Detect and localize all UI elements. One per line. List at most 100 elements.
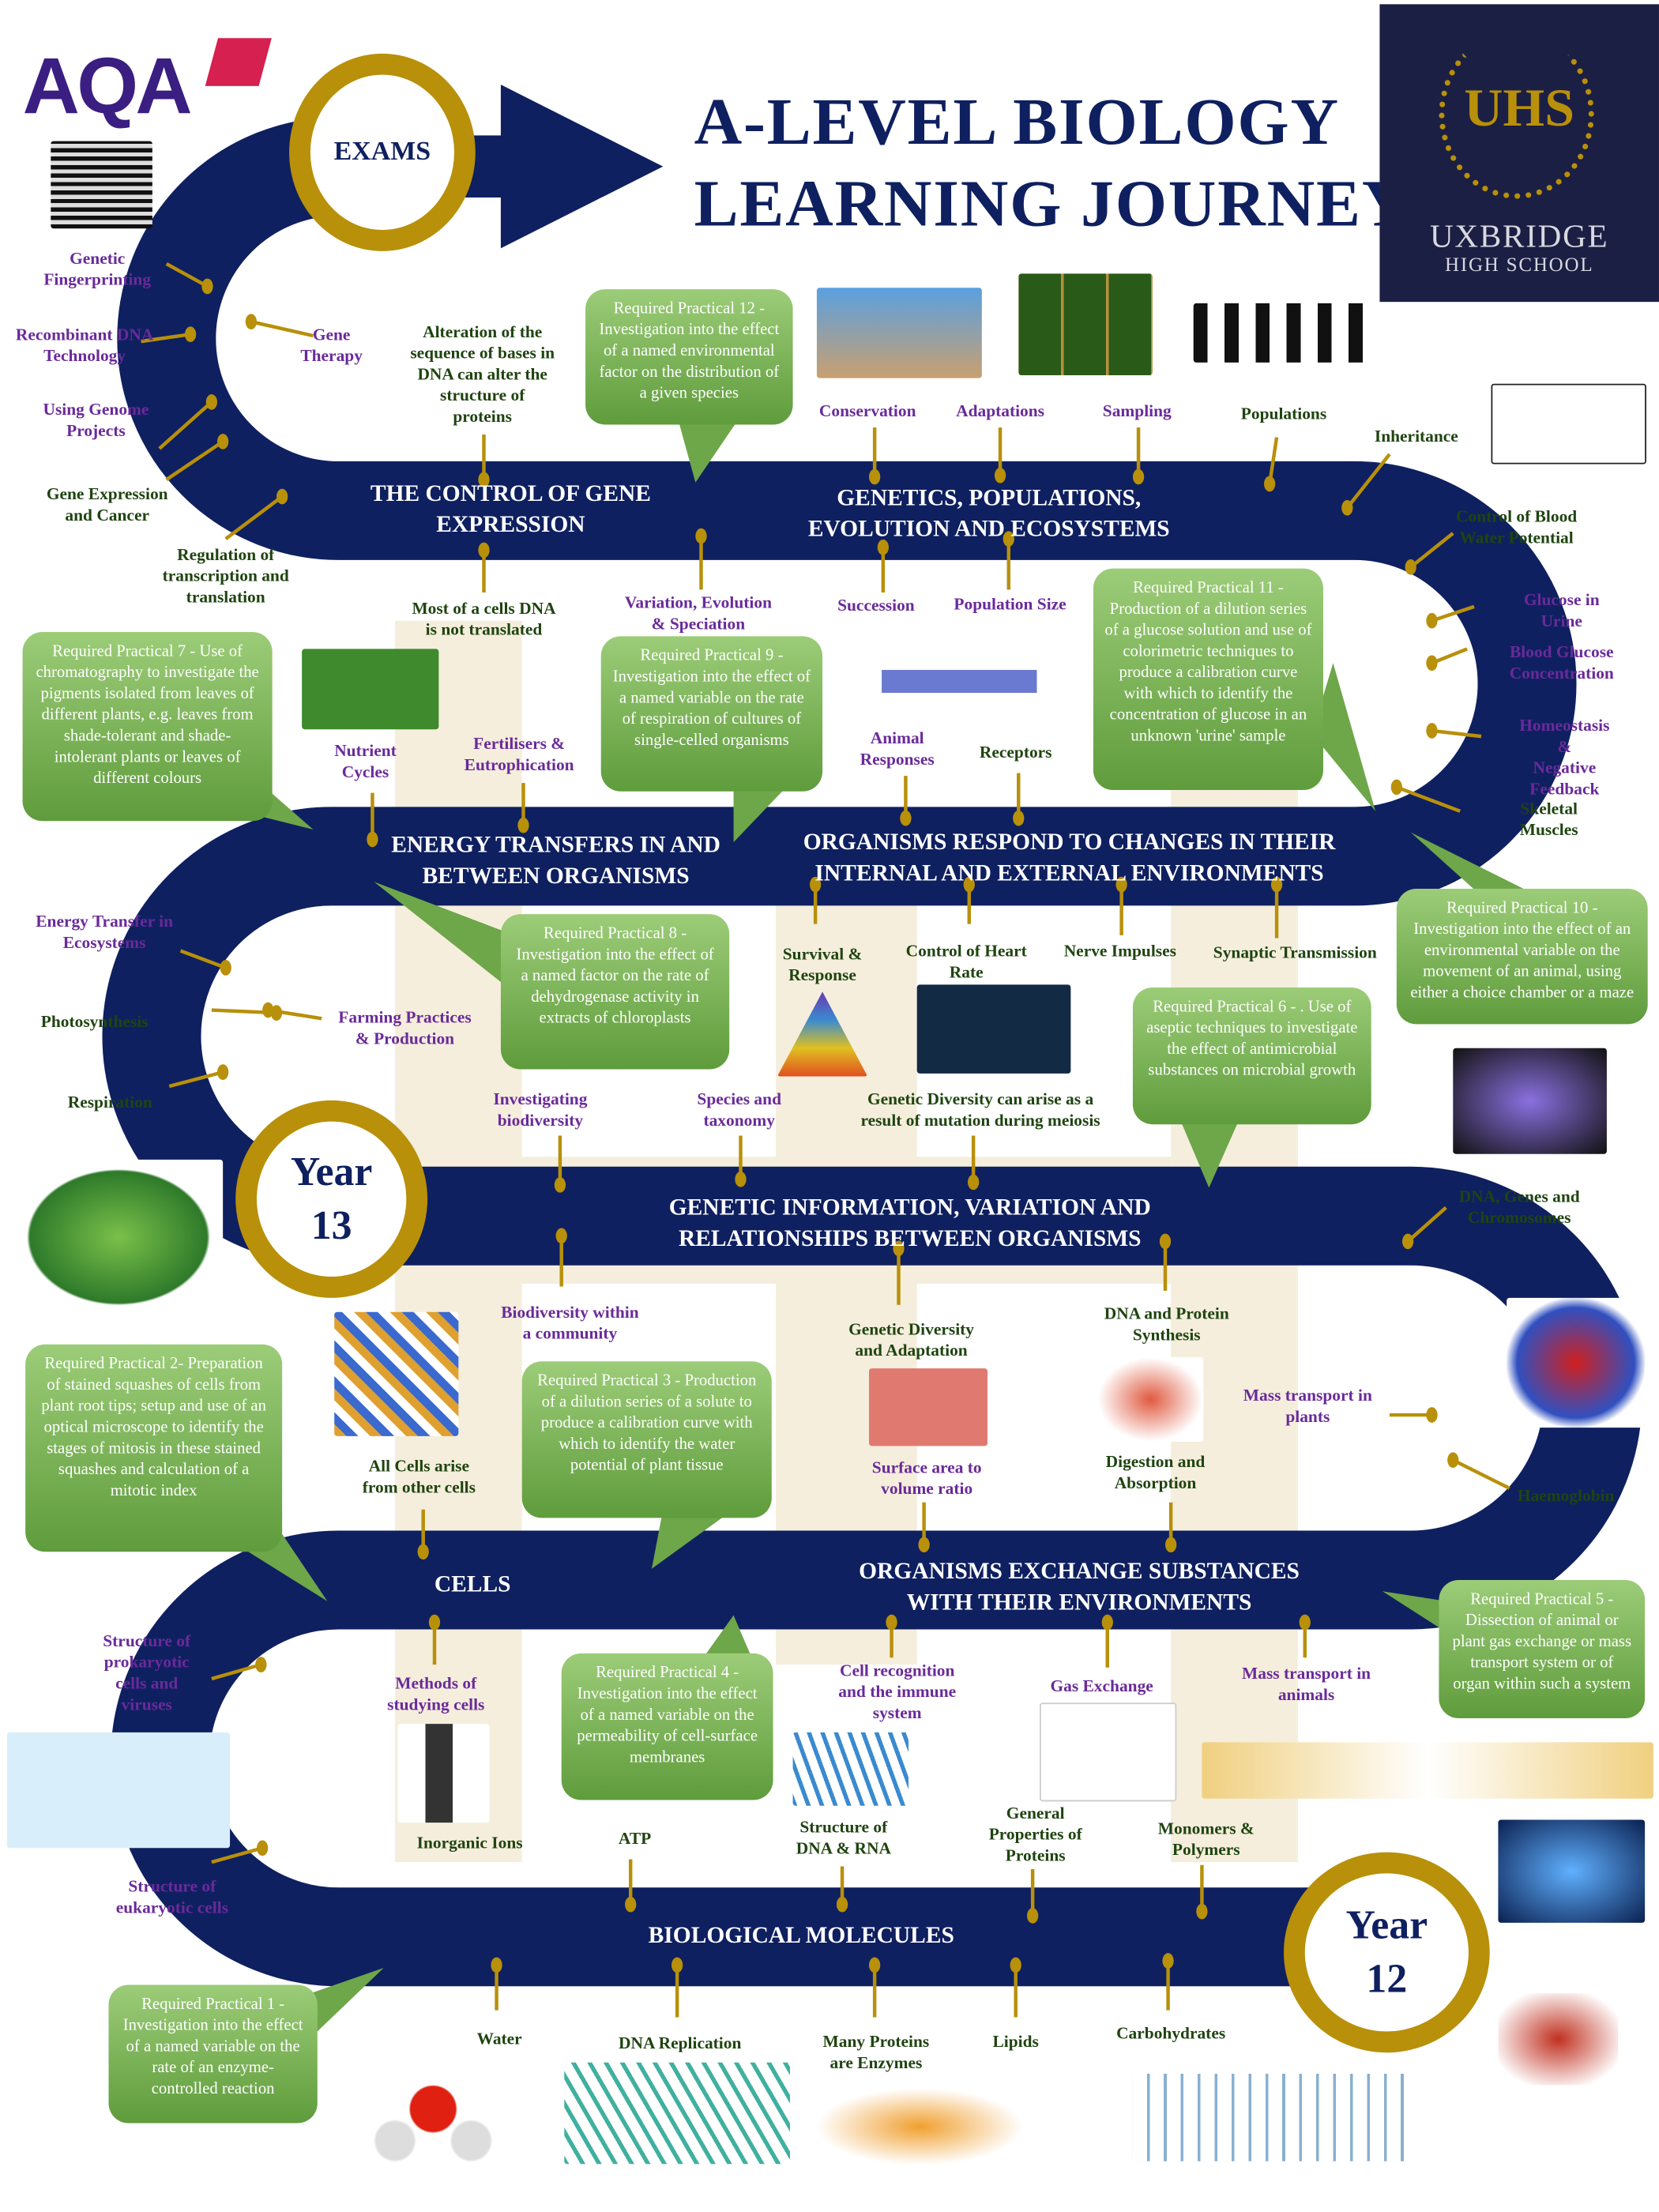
required-practical-12: Required Practical 12 - Investigation in…	[585, 289, 793, 425]
connector-dot	[201, 278, 213, 295]
topic-label: Conservation	[818, 401, 916, 421]
connector-dot	[428, 1614, 441, 1631]
topic-label: Nerve Impulses	[1063, 941, 1176, 961]
band-energy-transfers: ENERGY TRANSFERS IN AND BETWEEN ORGANISM…	[391, 830, 720, 889]
topic-label: Structure of DNA & RNA	[796, 1816, 891, 1858]
connector-line	[267, 1008, 322, 1021]
connector-dot	[695, 528, 707, 544]
enzyme-image	[815, 2087, 1025, 2166]
connector-dot	[245, 314, 257, 329]
topic-label: Genetic Diversity and Adaptation	[848, 1319, 974, 1360]
butterflies-image	[334, 1311, 459, 1436]
topic-label: Homeostasis & Negative Feedback	[1519, 715, 1610, 799]
giraffe-image	[816, 288, 982, 378]
required-practical-6: Required Practical 6 - . Use of aseptic …	[1132, 987, 1371, 1125]
topic-label: Genetic Fingerprinting	[43, 248, 152, 290]
connector-dot	[735, 1172, 747, 1187]
topic-label: Populations	[1240, 403, 1327, 423]
topic-label: Lipids	[992, 2031, 1039, 2052]
topic-label: Gas Exchange	[1050, 1676, 1153, 1696]
connector-dot	[216, 1064, 229, 1080]
connector-dot	[963, 876, 975, 893]
connector-dot	[1447, 1452, 1459, 1469]
topic-label: Alteration of the sequence of bases in D…	[410, 322, 555, 427]
connector-dot	[478, 542, 490, 559]
topic-label: Regulation of transcription and translat…	[162, 544, 289, 607]
topic-label: Haemoglobin	[1517, 1485, 1615, 1506]
connector-dot	[478, 472, 490, 487]
topic-label: Variation, Evolution & Speciation	[624, 592, 773, 634]
connector-dot	[886, 1614, 897, 1631]
topic-label: Cell recognition and the immune system	[838, 1660, 957, 1723]
connector-dot	[1405, 559, 1416, 575]
required-practical-10: Required Practical 10 - Investigation in…	[1396, 888, 1648, 1025]
topic-label: Inorganic Ions	[416, 1832, 523, 1853]
topic-label: DNA and Protein Synthesis	[1104, 1303, 1229, 1345]
school-name: UXBRIDGE	[1429, 218, 1609, 254]
heart-image	[1498, 1993, 1619, 2086]
connector-dot	[900, 810, 912, 826]
topic-connectors	[141, 261, 1510, 2018]
topic-label: Genetic Diversity can arise as a result …	[860, 1089, 1100, 1130]
required-practical-3: Required Practical 3 - Production of a d…	[521, 1361, 772, 1518]
connector-dot	[1196, 1903, 1208, 1920]
topic-label: Control of Blood Water Potential	[1456, 506, 1578, 547]
connector-dot	[1013, 810, 1025, 826]
topic-label: Using Genome Projects	[43, 399, 149, 441]
pedigree-chart-image	[1491, 383, 1646, 465]
connector-dot	[868, 1957, 881, 1973]
topic-label: Energy Transfer in Ecosystems	[36, 911, 174, 953]
connector-line	[141, 333, 191, 344]
topic-label: Animal Responses	[860, 728, 935, 769]
connector-dot	[893, 1240, 905, 1257]
topic-label: ATP	[618, 1828, 652, 1849]
laurel-crest-icon	[1439, 29, 1594, 199]
connector-dot	[1115, 876, 1127, 893]
band-genetics-populations: GENETICS, POPULATIONS, EVOLUTION AND ECO…	[807, 483, 1170, 542]
required-practical-2: Required Practical 2- Preparation of sta…	[25, 1344, 283, 1552]
evolution-silhouette-image	[1193, 303, 1369, 363]
connector-dot	[276, 488, 288, 505]
topic-label: Survival & Response	[782, 943, 863, 985]
topic-label: Most of a cells DNA is not translated	[412, 598, 556, 639]
connector-line	[1345, 453, 1391, 510]
band-organisms-respond: ORGANISMS RESPOND TO CHANGES IN THEIR IN…	[803, 828, 1336, 886]
connector-dot	[625, 1896, 637, 1913]
topic-label: Synaptic Transmission	[1213, 942, 1377, 962]
connector-line	[1267, 437, 1279, 484]
connector-dot	[918, 1537, 930, 1553]
connector-dot	[809, 876, 822, 893]
connector-dot	[1159, 1233, 1172, 1250]
connector-dot	[1426, 655, 1438, 672]
topic-label: Succession	[837, 595, 915, 615]
connector-dot	[517, 817, 529, 833]
connector-dot	[1162, 1953, 1174, 1969]
glucose-chain-image	[1132, 2073, 1409, 2161]
connector-dot	[262, 1002, 274, 1018]
connector-dot	[220, 960, 231, 976]
amino-acid-image	[1040, 1702, 1177, 1802]
connector-dot	[1426, 1407, 1438, 1423]
school-logo: UHS UXBRIDGE HIGH SCHOOL	[1379, 4, 1659, 303]
connector-line	[165, 440, 224, 481]
dna-replication-image	[564, 2062, 790, 2165]
band-genetic-information: GENETIC INFORMATION, VARIATION AND RELAT…	[668, 1193, 1151, 1251]
connector-dot	[184, 326, 197, 343]
topic-label: DNA, Genes and Chromosomes	[1458, 1186, 1580, 1228]
required-practical-8: Required Practical 8 - Investigation int…	[500, 914, 730, 1070]
connector-line	[158, 401, 213, 450]
connector-line	[211, 1846, 263, 1864]
intestinal-villi-image	[868, 1368, 988, 1446]
connector-line	[1409, 532, 1454, 569]
connector-dot	[555, 1228, 567, 1244]
connector-line	[1431, 647, 1468, 665]
connector-dot	[868, 468, 881, 485]
connector-dot	[671, 1957, 683, 1973]
connector-dot	[836, 1896, 848, 1913]
topic-label: Farming Practices & Production	[338, 1006, 472, 1048]
topic-label: Control of Heart Rate	[905, 941, 1027, 982]
connector-dot	[1341, 500, 1353, 516]
topic-label: Sampling	[1102, 401, 1172, 421]
